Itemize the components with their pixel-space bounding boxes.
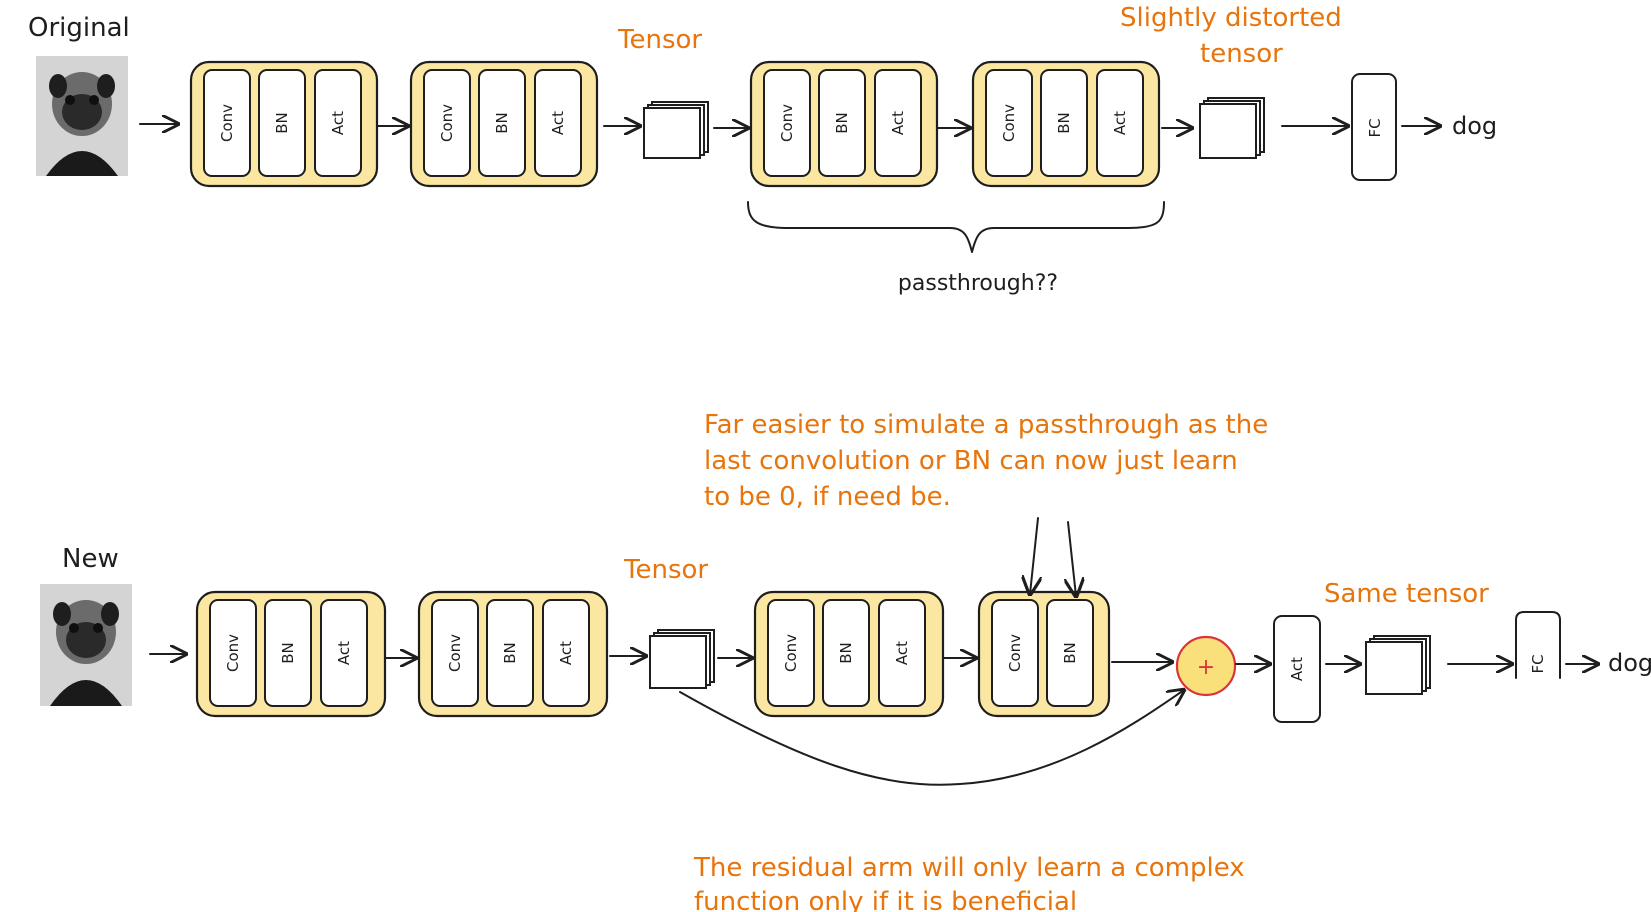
conv-layer — [203, 69, 251, 177]
bn-label: BN — [837, 642, 855, 664]
tensor-label: Tensor — [623, 555, 708, 585]
add-node: + — [1175, 635, 1237, 697]
conv-label: Conv — [218, 104, 236, 142]
fc-layer: FC — [1515, 611, 1561, 679]
residual-skip-arrow — [679, 690, 1184, 786]
conv-block-3: Conv BN Act — [749, 60, 939, 188]
conv-block-2: Conv BN Act — [417, 590, 609, 718]
conv-label: Conv — [446, 634, 464, 672]
fc-layer: FC — [1351, 73, 1397, 181]
act-label: Act — [893, 641, 911, 665]
output-label: dog — [1452, 112, 1497, 140]
tensor-stack-icon — [649, 629, 715, 689]
tensor-stack-icon — [1199, 97, 1265, 159]
pug-photo-icon — [36, 56, 128, 176]
conv-label: Conv — [778, 104, 796, 142]
passthrough-brace — [747, 201, 1165, 253]
conv-block-1: Conv BN Act — [189, 60, 379, 188]
fc-label: FC — [1529, 654, 1547, 673]
plus-icon: + — [1197, 655, 1215, 680]
note-pointer-conv — [1030, 517, 1038, 594]
conv-block-4: Conv BN — [977, 590, 1111, 718]
conv-label: Conv — [1006, 634, 1024, 672]
note-pointer-bn — [1068, 521, 1076, 596]
conv-label: Conv — [782, 634, 800, 672]
note-top-line1: Far easier to simulate a passthrough as … — [704, 410, 1268, 440]
tensor-stack-icon — [1365, 635, 1431, 695]
bn-label: BN — [279, 642, 297, 664]
conv-label: Conv — [1000, 104, 1018, 142]
bn-label: BN — [1061, 642, 1079, 664]
act-label: Act — [335, 641, 353, 665]
note-bottom-line2: function only if it is beneficial — [694, 887, 1077, 912]
act-layer — [314, 69, 362, 177]
bn-label: BN — [273, 112, 291, 134]
passthrough-label: passthrough?? — [898, 271, 1058, 296]
tensor-stack-icon — [643, 101, 709, 159]
act-label: Act — [549, 111, 567, 135]
distorted-tensor-label-line2: tensor — [1200, 39, 1283, 69]
conv-block-4: Conv BN Act — [971, 60, 1161, 188]
bn-label: BN — [833, 112, 851, 134]
pug-photo-icon — [40, 584, 132, 706]
note-bottom-line1: The residual arm will only learn a compl… — [693, 853, 1245, 883]
act-label: Act — [557, 641, 575, 665]
act-label: Act — [1111, 111, 1129, 135]
new-label: New — [62, 544, 119, 574]
same-tensor-label: Same tensor — [1324, 579, 1489, 609]
tensor-label: Tensor — [617, 25, 702, 55]
conv-block-3: Conv BN Act — [753, 590, 945, 718]
conv-label: Conv — [438, 104, 456, 142]
bn-layer — [258, 69, 306, 177]
distorted-tensor-label-line1: Slightly distorted — [1120, 3, 1342, 33]
output-label: dog — [1608, 649, 1651, 677]
act-label: Act — [889, 111, 907, 135]
bn-label: BN — [1055, 112, 1073, 134]
act-label: Act — [1288, 657, 1306, 681]
note-top-line3: to be 0, if need be. — [704, 482, 951, 512]
bn-label: BN — [493, 112, 511, 134]
bn-label: BN — [501, 642, 519, 664]
conv-block-1: Conv BN Act — [195, 590, 387, 718]
act-layer: Act — [1273, 615, 1321, 723]
fc-label: FC — [1366, 118, 1384, 137]
original-label: Original — [28, 13, 130, 43]
conv-block-2: Conv BN Act — [409, 60, 599, 188]
note-top-line2: last convolution or BN can now just lear… — [704, 446, 1238, 476]
act-label: Act — [329, 111, 347, 135]
conv-label: Conv — [224, 634, 242, 672]
